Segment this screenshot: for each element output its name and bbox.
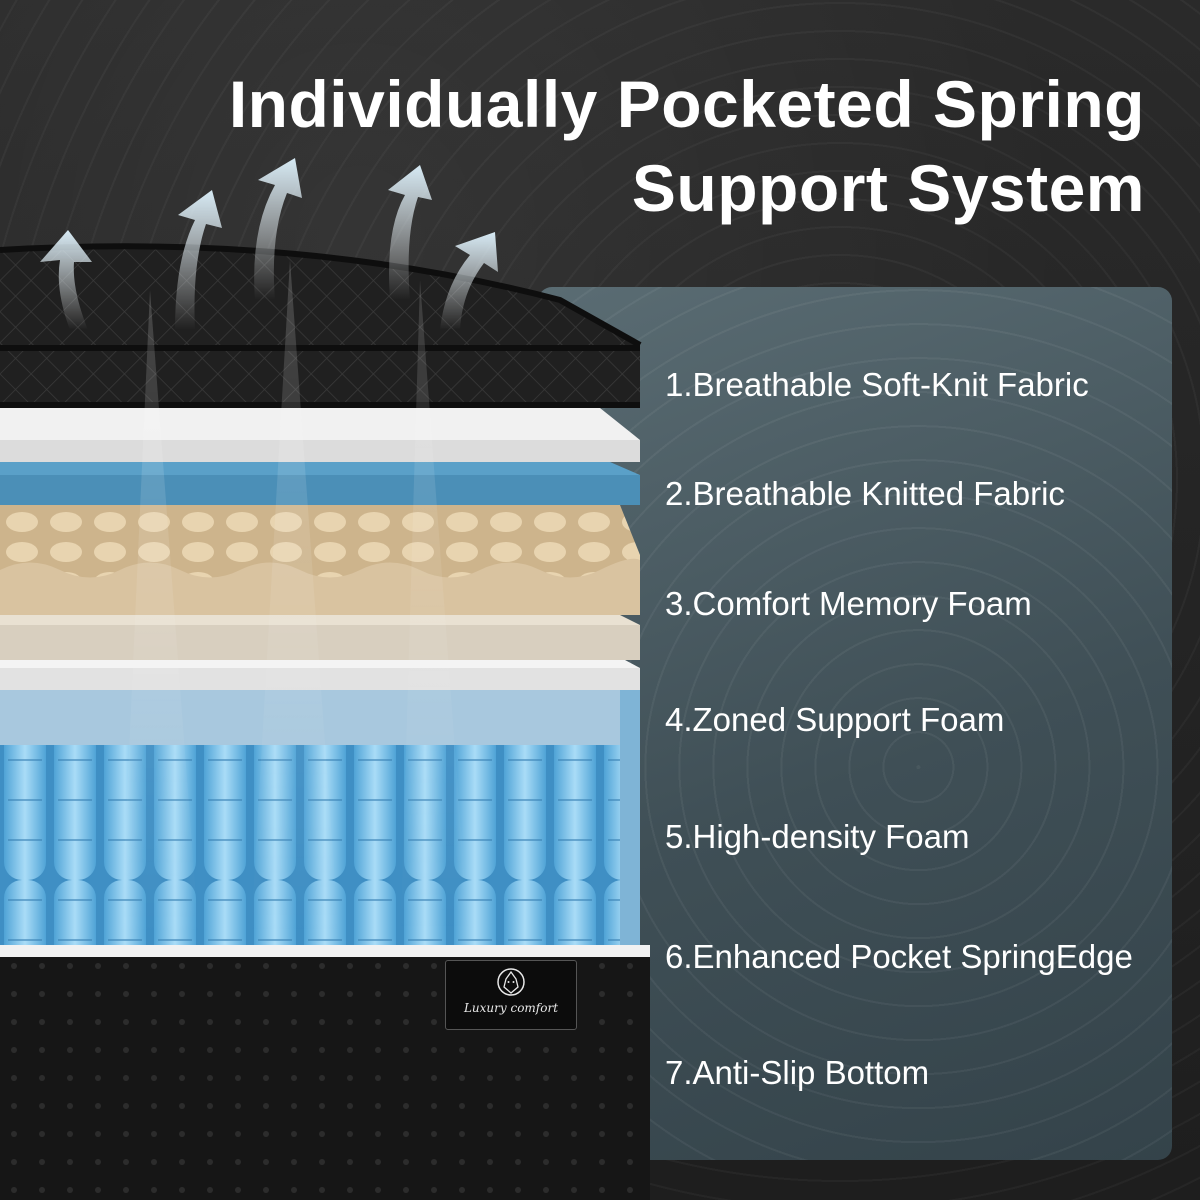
mattress-cutaway-illustration — [0, 158, 650, 1200]
airflow-arrow-icons — [40, 158, 498, 330]
top-cover-layer — [0, 243, 642, 408]
layer-label-2: 2.Breathable Knitted Fabric — [665, 475, 1065, 512]
white-comfort-layer — [0, 408, 640, 462]
layer-label-4: 4.Zoned Support Foam — [665, 701, 1005, 738]
support-foam-layer — [0, 615, 640, 660]
memory-foam-layer — [0, 505, 640, 615]
lion-head-icon — [497, 968, 525, 996]
brand-badge: Luxury comfort — [445, 960, 577, 1030]
airflow-beams — [120, 260, 470, 950]
layer-label-3: 3.Comfort Memory Foam — [665, 585, 1032, 622]
brand-name: Luxury comfort — [463, 1001, 559, 1015]
layer-label-7: 7.Anti-Slip Bottom — [665, 1054, 930, 1091]
headline: Individually Pocketed Spring Support Sys… — [228, 67, 1145, 225]
layer-label-1: 1.Breathable Soft-Knit Fabric — [665, 366, 1089, 403]
bottom-border-layer — [0, 945, 650, 1200]
layer-label-5: 5.High-density Foam — [665, 818, 970, 855]
layer-label-6: 6.Enhanced Pocket SpringEdge — [665, 938, 1133, 975]
gel-foam-layer — [0, 462, 640, 505]
